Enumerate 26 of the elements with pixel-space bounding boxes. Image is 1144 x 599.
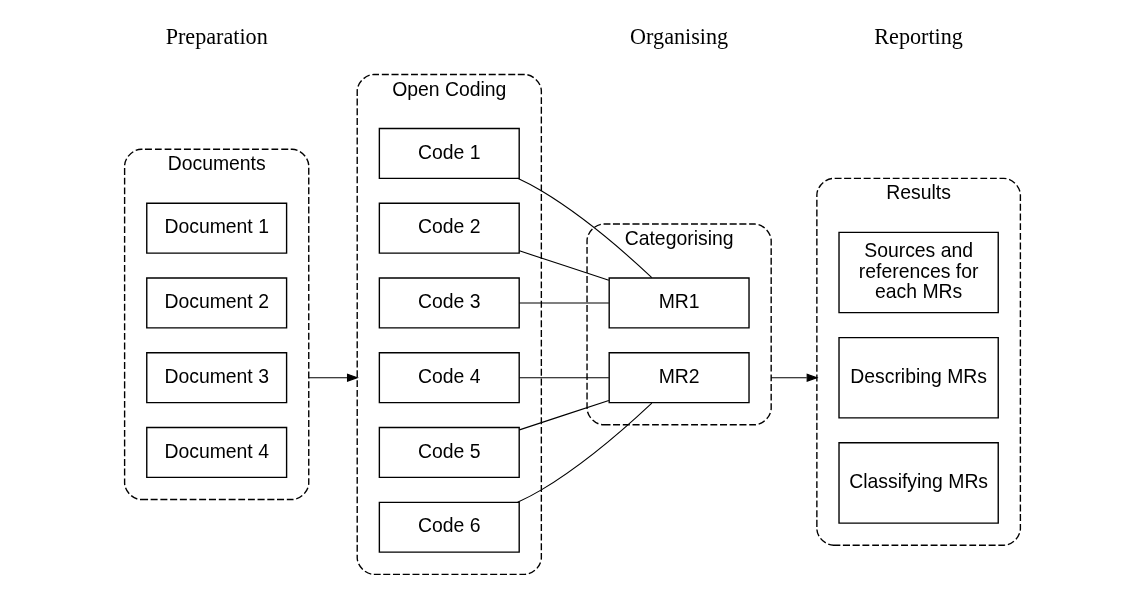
label: Reporting [873,23,963,49]
node-box: Code 2 [378,202,520,254]
connector [518,250,609,281]
node-box: Sources and references for each MRs [837,231,999,314]
node-box: Document 3 [145,352,287,404]
node-box: Code 1 [378,127,520,180]
connector [518,302,609,304]
node-box: Classifying MRs [837,442,999,524]
node-box: MR2 [608,352,750,404]
node-box: Code 6 [378,501,520,553]
connector [518,377,609,379]
connector [516,402,652,503]
node-box: Document 1 [145,202,287,254]
label: Preparation [165,23,268,49]
arrow [770,373,819,382]
node-box: Document 4 [145,426,287,479]
node-box: Describing MRs [837,336,999,419]
connector [516,177,652,279]
node-box: Document 2 [145,277,287,329]
node-box: MR1 [608,277,750,329]
node-box: Code 5 [378,426,520,479]
label: Organising [629,23,728,49]
connector [518,399,609,431]
arrow [307,373,359,382]
node-box: Code 3 [378,277,520,329]
node-box: Code 4 [378,352,520,404]
